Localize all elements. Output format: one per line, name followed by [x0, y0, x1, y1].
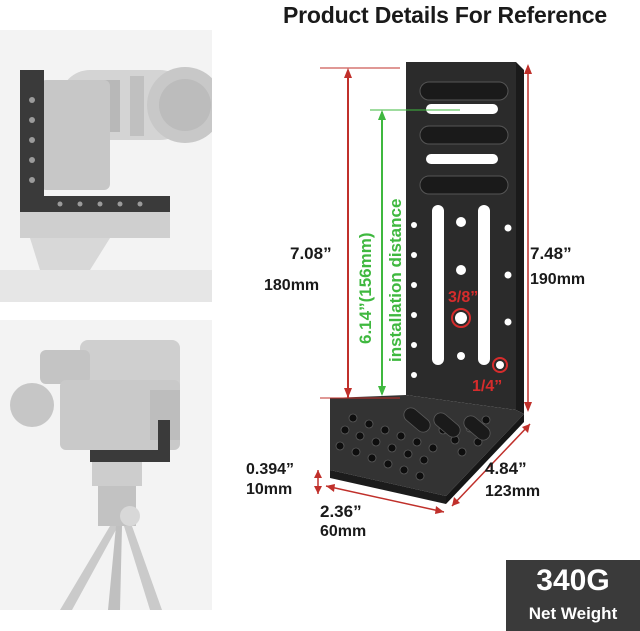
thread-small-label: 1/4” [472, 378, 503, 395]
net-weight-badge: 340G Net Weight [506, 560, 640, 631]
thickness-inch: 0.394” [246, 461, 295, 478]
thread-large-label: 3/8” [448, 289, 479, 306]
width-mm: 60mm [320, 523, 367, 540]
camcorder-tripod-photo [0, 320, 212, 610]
install-distance-value: 6.14”(156mm) [356, 232, 375, 344]
page-title: Product Details For Reference [283, 2, 607, 28]
thickness-mm: 10mm [246, 481, 293, 498]
full-height-inch: 7.48” [530, 244, 572, 263]
net-weight-label: Net Weight [528, 604, 618, 623]
camera-rig-photo [0, 30, 212, 302]
outer-height-inch: 7.08” [290, 244, 332, 263]
width-inch: 2.36” [320, 502, 362, 521]
install-distance-label: installation distance [386, 198, 405, 362]
depth-mm: 123mm [485, 483, 541, 500]
depth-inch: 4.84” [485, 459, 527, 478]
full-height-mm: 190mm [530, 271, 586, 288]
outer-height-mm: 180mm [264, 277, 320, 294]
net-weight-value: 340G [536, 564, 610, 597]
